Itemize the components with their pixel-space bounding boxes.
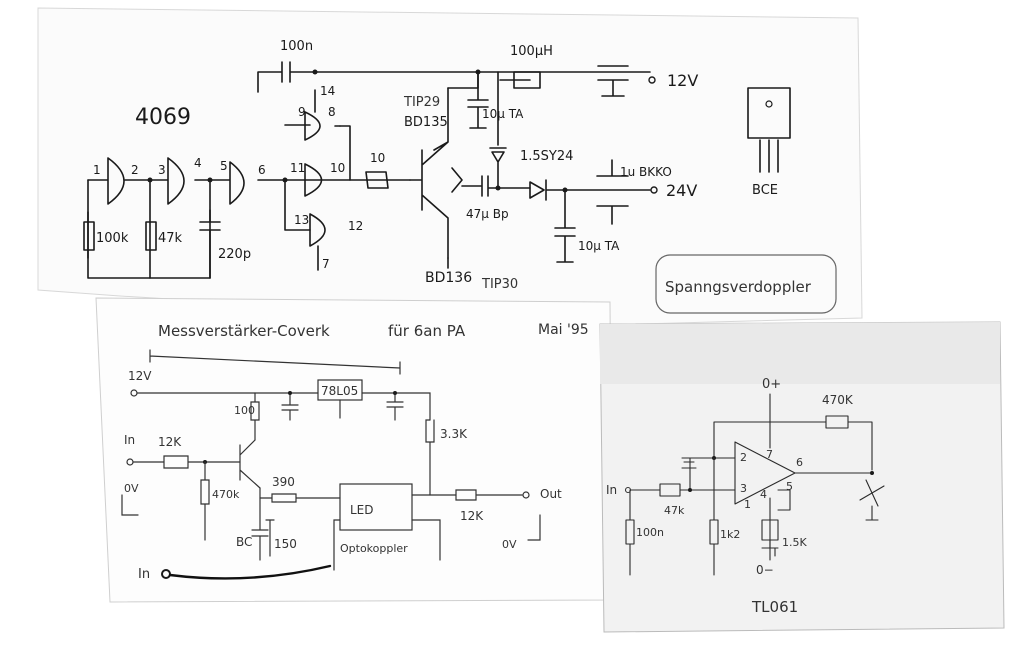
svg-text:8: 8 (328, 105, 336, 119)
resistor-3k3-label: 3.3K (440, 427, 468, 441)
pinout-bce-label: BCE (752, 183, 778, 198)
sheet-2-subtitle: für 6an PA (388, 322, 466, 340)
sheet-2-title: Messverstärker-Coverk (158, 322, 330, 340)
supply-12v-label: 12V (667, 71, 698, 90)
resistor-10-label: 10 (370, 151, 385, 165)
cap-10u-ta-top-label: 10µ TA (482, 107, 524, 121)
bottom-input-label: In (138, 567, 150, 582)
zener-label: 1.5SY24 (520, 149, 573, 164)
svg-text:5: 5 (786, 480, 793, 493)
cap-1u-label: 1u BKKO (620, 165, 672, 179)
resistor-12k-in-label: 12K (158, 435, 182, 449)
svg-text:78L05: 78L05 (321, 384, 358, 398)
resistor-12k-out-label: 12K (460, 509, 484, 523)
svg-text:12: 12 (348, 219, 363, 233)
sheet-2-ground-label: 0V (124, 482, 139, 495)
svg-text:7: 7 (766, 448, 773, 461)
input-47k-label: 47k (664, 504, 685, 517)
cap-100n-label: 100n (280, 39, 313, 54)
resistor-1k2-label: 1k2 (720, 528, 740, 541)
feedback-470k-label: 470K (822, 393, 854, 407)
sheet-3-input-label: In (606, 483, 617, 497)
inverter-gate-5 (304, 163, 323, 197)
supply-plus-label: 0+ (762, 377, 781, 392)
output-ground-label: 0V (502, 538, 517, 551)
svg-text:9: 9 (298, 105, 306, 119)
inverter-gate-1 (87, 157, 125, 205)
resistor-150-label: 150 (274, 537, 297, 551)
sheet-3-paper (599, 321, 1005, 633)
svg-text:14: 14 (320, 84, 335, 98)
transistor-pair (409, 87, 449, 259)
svg-text:2: 2 (740, 451, 747, 464)
choke-100uh-label: 100µH (510, 44, 553, 59)
tip29-label: TIP29 (403, 95, 440, 110)
input-100n-label: 100n (636, 526, 664, 539)
supply-24v-label: 24V (666, 181, 697, 200)
ic-label-4069: 4069 (135, 105, 191, 130)
inverter-gate-6 (309, 213, 326, 247)
sheet-1-title: Spanngsverdoppler (665, 278, 812, 296)
svg-text:7: 7 (322, 257, 330, 271)
transistor-label: BC (236, 535, 252, 549)
svg-text:10: 10 (330, 161, 345, 175)
svg-text:6: 6 (796, 456, 803, 469)
sheet-2-date: Mai '95 (538, 322, 589, 338)
sheet-3-opamp-circuit: 0+ 2 3 7 6 4 5 1 470K In 47k 100n 1k2 1.… (606, 377, 885, 616)
optocoupler-box (339, 483, 413, 531)
transistor-pinout-body (747, 87, 791, 139)
bottom-input-wire (168, 564, 332, 580)
cap-220p-label: 220p (218, 247, 251, 262)
cap-10u-ta-bottom-label: 10µ TA (578, 239, 620, 253)
inverter-gate-4 (304, 111, 341, 141)
supply-minus-label: 0− (756, 563, 774, 577)
output-meter (859, 479, 885, 521)
optocoupler-label: Optokoppler (340, 542, 408, 555)
svg-text:1: 1 (744, 498, 751, 511)
svg-text:3: 3 (740, 482, 747, 495)
sheet-2-input-label: In (124, 433, 135, 447)
svg-text:4: 4 (194, 156, 202, 170)
svg-text:6: 6 (258, 163, 266, 177)
led-label: LED (350, 503, 374, 517)
opamp-label: TL061 (751, 598, 798, 616)
svg-text:3: 3 (158, 163, 166, 177)
resistor-47k-label: 47k (158, 231, 183, 246)
svg-text:13: 13 (294, 213, 309, 227)
resistor-100-label: 100 (234, 404, 255, 417)
cap-47u-label: 47µ Bp (466, 207, 509, 221)
sheet-2-transistor (239, 439, 261, 489)
sheet-2-paper (95, 297, 613, 603)
output-label: Out (540, 487, 562, 501)
sheet-1-title-box (655, 254, 837, 314)
svg-text:5: 5 (220, 159, 228, 173)
sheet-2-measurement-amplifier: Messverstärker-Coverk für 6an PA Mai '95… (121, 322, 589, 582)
tip30-label: TIP30 (481, 277, 518, 292)
sheet-1-inverter-oscillator: 4069 1 2 3 4 5 6 100k 47k 220p 9 8 11 10… (83, 39, 698, 279)
resistor-470k-label: 470k (212, 488, 240, 501)
svg-text:11: 11 (290, 161, 305, 175)
resistor-100k-label: 100k (96, 231, 129, 246)
bd135-label: BD135 (404, 115, 448, 130)
opamp-triangle (734, 441, 796, 505)
svg-text:1: 1 (93, 163, 101, 177)
resistor-390-label: 390 (272, 475, 295, 489)
sheet-1-output-stage: TIP29 BD135 BD136 TIP30 10µ TA 1.5SY24 4… (403, 71, 837, 314)
bd136-label: BD136 (425, 270, 472, 286)
sheet-2-supply-label: 12V (128, 369, 152, 383)
svg-text:4: 4 (760, 488, 767, 501)
svg-text:2: 2 (131, 163, 139, 177)
resistor-1k5-label: 1.5K (782, 536, 807, 549)
inverter-gate-2 (124, 157, 185, 205)
